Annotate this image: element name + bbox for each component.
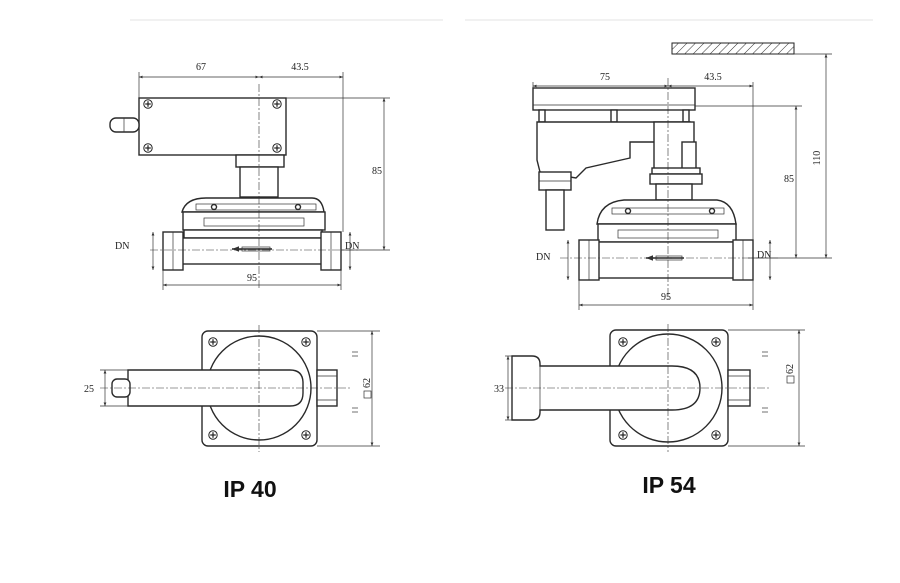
screw-icon — [301, 430, 311, 440]
ip54-top-view — [505, 324, 770, 452]
dim-85: 85 — [372, 166, 382, 177]
screw-icon — [272, 143, 282, 153]
ip40-top-view — [100, 325, 350, 452]
label-dn-left: DN — [536, 252, 550, 263]
dim-75: 75 — [600, 72, 610, 83]
screw-icon — [208, 430, 218, 440]
ip54-neck — [655, 183, 693, 201]
dim-85: 85 — [784, 174, 794, 185]
label-dn-left: DN — [115, 241, 129, 252]
ip54-top-dimensions: 33 62 — [494, 329, 805, 447]
screw-icon — [272, 99, 282, 109]
square-symbol-icon — [363, 390, 372, 399]
ip40-lever — [109, 117, 140, 133]
dim-62: 62 — [785, 364, 796, 374]
square-symbol-icon — [786, 375, 795, 384]
dim-95: 95 — [661, 292, 671, 303]
ip54-housing — [597, 223, 737, 243]
ip40-side-dimensions: 67 43.5 85 95 DN DN — [115, 62, 390, 290]
screw-icon — [618, 430, 628, 440]
screw-icon — [301, 337, 311, 347]
dim-33: 33 — [494, 384, 504, 395]
screw-icon — [143, 143, 153, 153]
ip40-title: IP 40 — [223, 476, 276, 502]
ip54-side-dimensions: 75 43.5 110 85 95 DN DN — [532, 53, 832, 310]
ip54-mounting-plate — [532, 87, 696, 111]
dim-110: 110 — [812, 151, 823, 166]
screw-icon — [711, 430, 721, 440]
dim-25: 25 — [84, 384, 94, 395]
ip54-cable — [545, 189, 565, 231]
label-dn-right: DN — [757, 250, 771, 261]
ip40-side-view — [109, 84, 360, 290]
screw-icon — [711, 337, 721, 347]
dim-43-5: 43.5 — [291, 62, 309, 73]
ip40-switch-head — [138, 97, 287, 156]
label-dn-right: DN — [345, 241, 359, 252]
dim-43-5: 43.5 — [704, 72, 722, 83]
dim-95: 95 — [247, 273, 257, 284]
dim-67: 67 — [196, 62, 206, 73]
ip54-title: IP 54 — [642, 472, 695, 498]
screw-icon — [208, 337, 218, 347]
dim-62: 62 — [362, 378, 373, 388]
screw-icon — [143, 99, 153, 109]
ip54-mounting-wall — [671, 42, 795, 55]
screw-icon — [618, 337, 628, 347]
ip40-top-dimensions: 25 62 — [84, 330, 380, 447]
ip54-side-view — [532, 42, 795, 300]
